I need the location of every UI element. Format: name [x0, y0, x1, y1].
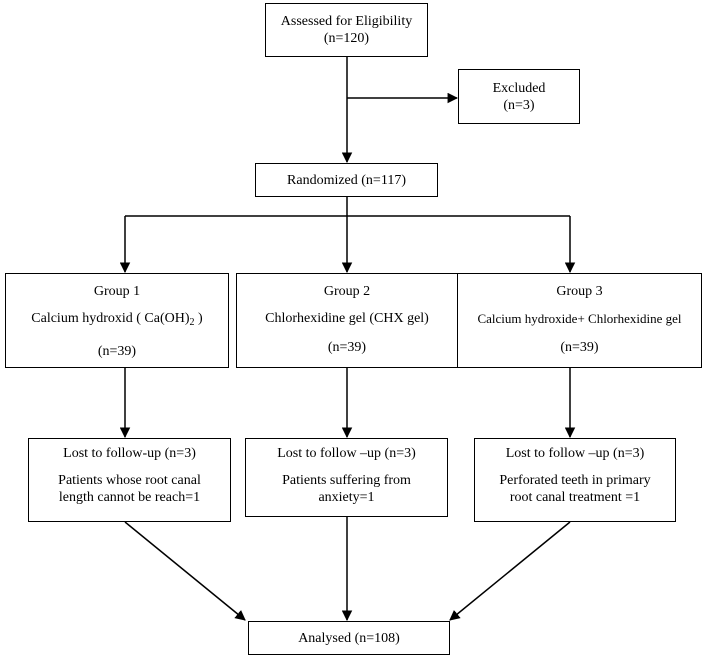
- group-2-name: Group 2: [323, 284, 371, 299]
- group-3-name: Group 3: [556, 284, 603, 299]
- followup-1-box: Lost to follow-up (n=3) Patients whose r…: [28, 438, 231, 522]
- group-3-treatment: Calcium hydroxide+ Chlorhexidine gel: [477, 311, 682, 326]
- assessed-count: (n=120): [323, 31, 370, 46]
- followup-3-reason-line-2: root canal treatment =1: [509, 490, 641, 505]
- group-2-box: Group 2 Chlorhexidine gel (CHX gel) (n=3…: [236, 273, 458, 368]
- followup-1-reason-line-2: length cannot be reach=1: [58, 490, 201, 505]
- followup-3-box: Lost to follow –up (n=3) Perforated teet…: [474, 438, 676, 522]
- followup-1-reason-line-1: Patients whose root canal: [58, 473, 201, 488]
- arrow-followup-1-to-analysed: [124, 521, 246, 621]
- assessed-box: Assessed for Eligibility (n=120): [265, 3, 428, 57]
- analysed-box: Analysed (n=108): [248, 621, 450, 655]
- excluded-count: (n=3): [503, 98, 535, 113]
- group-3-count: (n=39): [560, 340, 599, 355]
- arrow-followup-3-to-analysed: [449, 521, 571, 621]
- analysed-title: Analysed (n=108): [298, 631, 400, 646]
- randomized-title: Randomized (n=117): [287, 173, 406, 188]
- group-1-count: (n=39): [97, 344, 137, 359]
- excluded-box: Excluded (n=3): [458, 69, 580, 124]
- group-1-name: Group 1: [93, 284, 141, 299]
- group-1-box: Group 1 Calcium hydroxid ( Ca(OH)2 ) (n=…: [5, 273, 229, 368]
- assessed-title: Assessed for Eligibility: [280, 14, 413, 29]
- followup-2-box: Lost to follow –up (n=3) Patients suffer…: [245, 438, 448, 517]
- followup-3-lost: Lost to follow –up (n=3): [505, 446, 645, 461]
- followup-3-reason-line-1: Perforated teeth in primary: [499, 473, 651, 488]
- followup-2-lost: Lost to follow –up (n=3): [277, 446, 416, 461]
- group-1-treatment: Calcium hydroxid ( Ca(OH)2 ): [31, 311, 203, 328]
- followup-1-lost: Lost to follow-up (n=3): [63, 446, 196, 461]
- followup-2-reason-line-2: anxiety=1: [318, 490, 375, 505]
- excluded-title: Excluded: [492, 81, 546, 96]
- group-3-box: Group 3 Calcium hydroxide+ Chlorhexidine…: [457, 273, 702, 368]
- followup-2-reason-line-1: Patients suffering from: [282, 473, 411, 488]
- group-2-count: (n=39): [327, 340, 367, 355]
- group-2-treatment: Chlorhexidine gel (CHX gel): [265, 311, 429, 326]
- randomized-box: Randomized (n=117): [255, 163, 438, 197]
